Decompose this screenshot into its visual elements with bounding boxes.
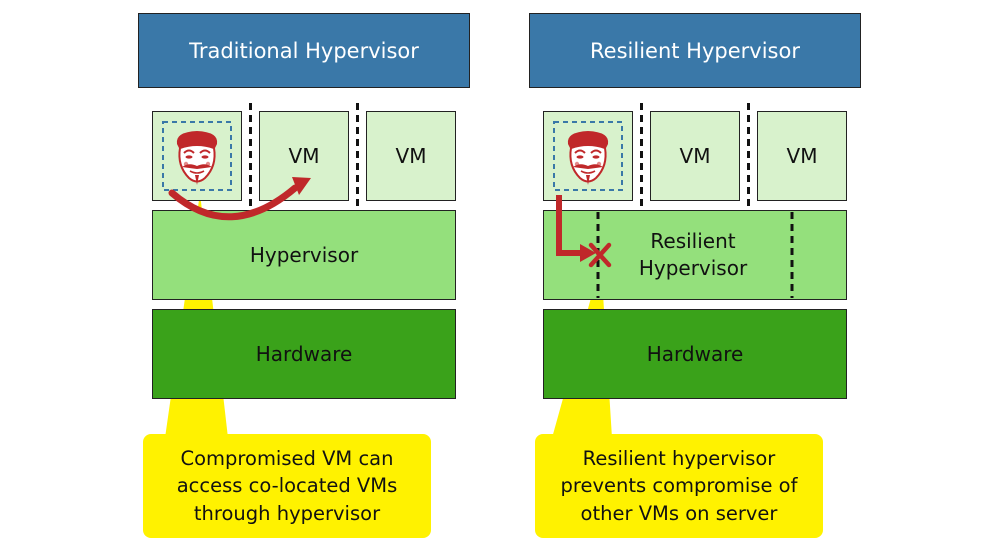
right-vm-2: VM — [650, 111, 740, 201]
right-vm-2-label: VM — [679, 144, 711, 168]
left-hypervisor-box: Hypervisor — [152, 210, 456, 300]
right-hardware-label: Hardware — [646, 342, 744, 366]
right-callout-text: Resilient hypervisor prevents compromise… — [560, 447, 798, 525]
left-vm-2: VM — [259, 111, 349, 201]
left-hypervisor-label: Hypervisor — [249, 242, 359, 267]
right-compromised-vm — [543, 111, 633, 201]
left-hardware-box: Hardware — [152, 309, 456, 399]
left-compromised-vm — [152, 111, 242, 201]
left-vm-3-label: VM — [395, 144, 427, 168]
right-title-box: Resilient Hypervisor — [529, 13, 861, 88]
right-vm-3: VM — [757, 111, 847, 201]
left-vm-3: VM — [366, 111, 456, 201]
right-hypervisor-label: Resilient Hypervisor — [638, 229, 748, 280]
right-hypervisor-box: Resilient Hypervisor — [543, 210, 847, 300]
left-callout-text: Compromised VM can access co-located VMs… — [176, 447, 398, 525]
left-callout: Compromised VM can access co-located VMs… — [143, 434, 431, 538]
left-hardware-label: Hardware — [255, 342, 353, 366]
left-title: Traditional Hypervisor — [189, 38, 419, 63]
right-hardware-box: Hardware — [543, 309, 847, 399]
left-title-box: Traditional Hypervisor — [138, 13, 470, 88]
right-callout: Resilient hypervisor prevents compromise… — [535, 434, 823, 538]
left-vm-2-label: VM — [288, 144, 320, 168]
right-vm-3-label: VM — [786, 144, 818, 168]
right-title: Resilient Hypervisor — [590, 38, 800, 63]
